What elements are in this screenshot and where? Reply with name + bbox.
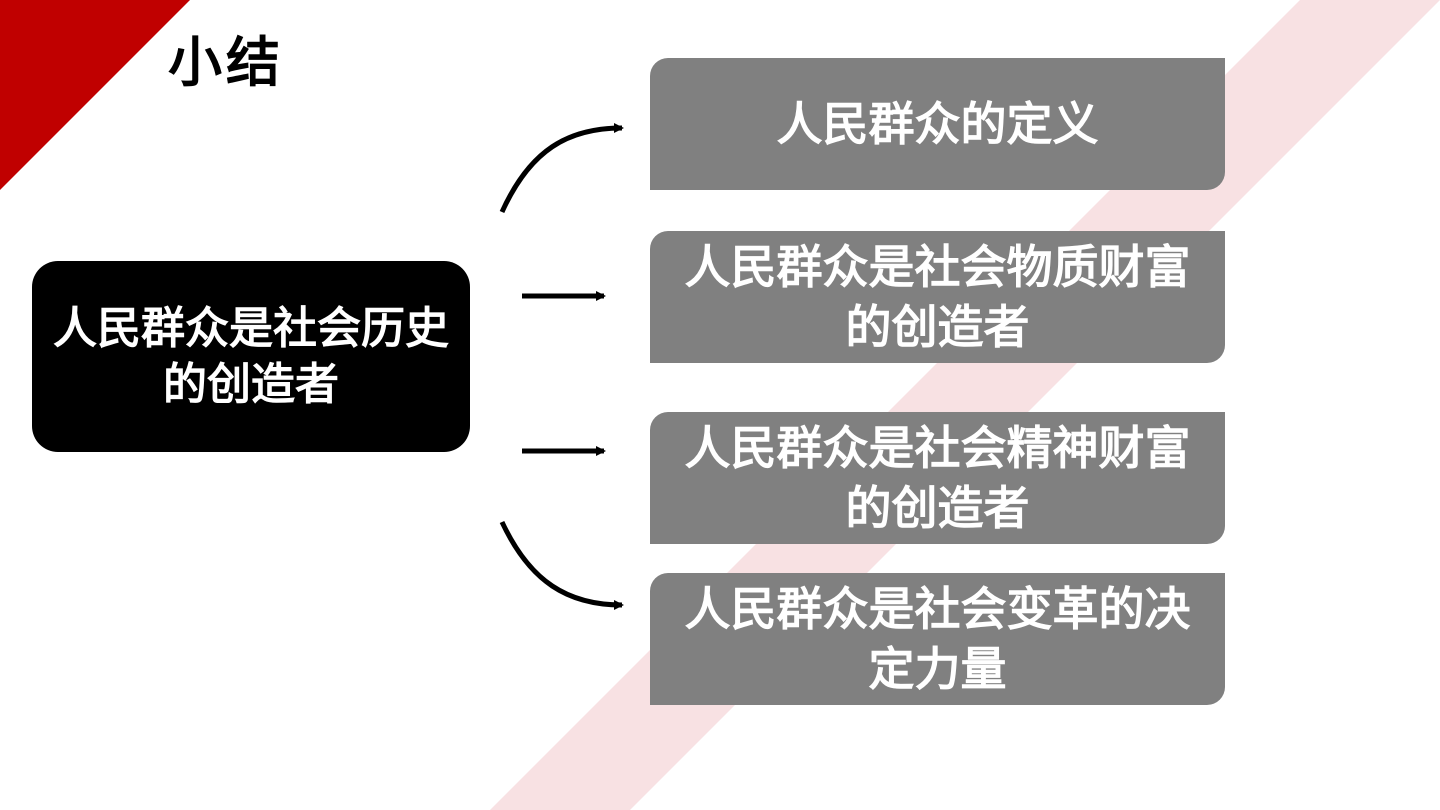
red-corner-triangle	[0, 0, 190, 190]
item-box-spiritual-wealth: 人民群众是社会精神财富的创造者	[650, 412, 1225, 544]
arrow-to-item-4	[499, 520, 624, 610]
item-label: 人民群众是社会物质财富的创造者	[684, 240, 1191, 354]
item-label: 人民群众是社会精神财富的创造者	[684, 421, 1191, 535]
item-label: 人民群众的定义	[776, 97, 1099, 151]
arrow-to-item-1	[499, 123, 624, 214]
main-concept-box: 人民群众是社会历史的创造者	[32, 261, 470, 452]
slide-title: 小结	[168, 31, 284, 94]
item-box-definition: 人民群众的定义	[650, 58, 1225, 190]
item-box-material-wealth: 人民群众是社会物质财富的创造者	[650, 231, 1225, 363]
item-box-social-change: 人民群众是社会变革的决定力量	[650, 573, 1225, 705]
main-concept-label: 人民群众是社会历史的创造者	[53, 302, 449, 410]
item-label: 人民群众是社会变革的决定力量	[684, 582, 1191, 696]
